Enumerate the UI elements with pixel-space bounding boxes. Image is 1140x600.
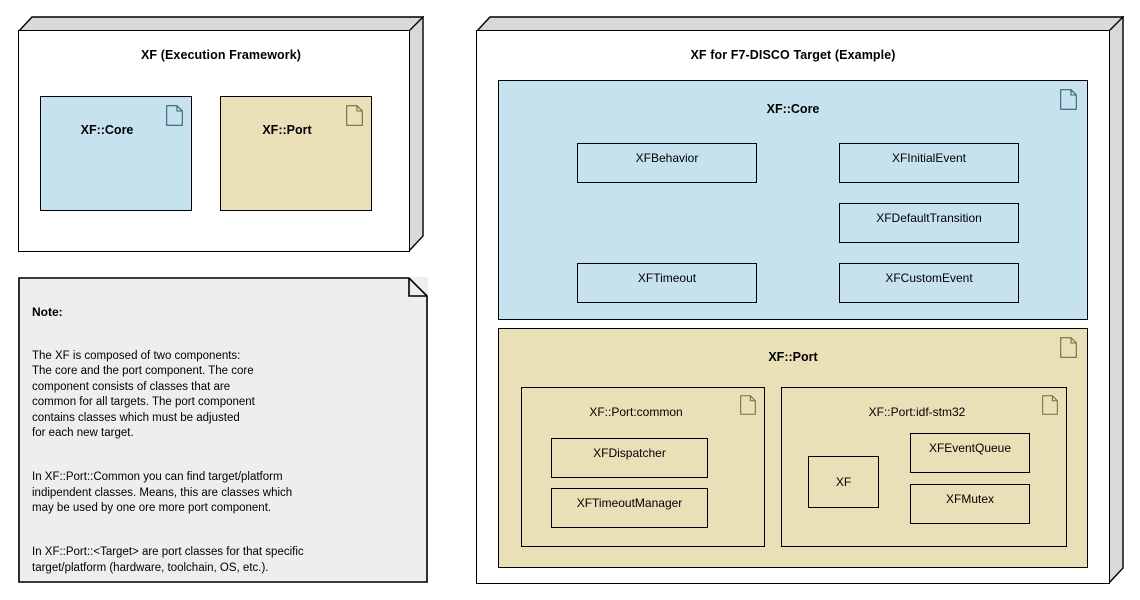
- note-title: Note:: [32, 304, 63, 319]
- class-label: XFBehavior: [635, 151, 699, 165]
- class-box-xfeventqueue[interactable]: XFEventQueue: [910, 433, 1030, 473]
- class-box-xfcustomevent[interactable]: XFCustomEvent: [839, 263, 1019, 303]
- note-paragraph-1: The XF is composed of two components: Th…: [32, 349, 255, 440]
- document-icon: [166, 105, 183, 126]
- note-paragraph-2: In XF::Port::Common you can find target/…: [32, 471, 293, 514]
- class-box-xfbehavior[interactable]: XFBehavior: [577, 143, 757, 183]
- component-xf-core-label: XF::Core: [766, 102, 820, 116]
- class-box-xfdispatcher[interactable]: XFDispatcher: [551, 438, 708, 478]
- document-icon: [1060, 89, 1077, 110]
- component-xf-port-label: XF::Port: [262, 123, 312, 137]
- class-box-xfdefaulttransition[interactable]: XFDefaultTransition: [839, 203, 1019, 243]
- frame-right-face: [1108, 16, 1124, 584]
- component-xf-port-common-label: XF::Port:common: [589, 405, 683, 419]
- class-label: XF: [835, 475, 852, 489]
- document-icon: [740, 395, 756, 415]
- class-box-xf[interactable]: XF: [808, 456, 879, 508]
- class-box-xfmutex[interactable]: XFMutex: [910, 484, 1030, 524]
- class-label: XFDispatcher: [593, 446, 666, 460]
- class-label: XFTimeoutManager: [576, 496, 683, 510]
- document-icon: [1060, 337, 1077, 358]
- note-paragraph-3: In XF::Port::<Target> are port classes f…: [32, 546, 304, 574]
- right-package-title: XF for F7-DISCO Target (Example): [690, 48, 896, 62]
- class-label: XFInitialEvent: [891, 151, 967, 165]
- class-label: XFTimeout: [637, 271, 697, 285]
- class-label: XFEventQueue: [928, 441, 1012, 455]
- note-outline-with-folded-corner: [18, 277, 428, 583]
- right-package-frame: XF for F7-DISCO Target (Example) XF::Cor…: [476, 16, 1124, 584]
- component-xf-port-label: XF::Port: [768, 350, 818, 364]
- class-box-xftimeoutmanager[interactable]: XFTimeoutManager: [551, 488, 708, 528]
- document-icon: [346, 105, 363, 126]
- class-label: XFCustomEvent: [885, 271, 973, 285]
- component-xf-core-label: XF::Core: [80, 123, 134, 137]
- component-xf-port[interactable]: XF::Port XF::Port:common XFDispatcher XF…: [498, 328, 1088, 568]
- component-xf-port-common[interactable]: XF::Port:common XFDispatcher XFTimeoutMa…: [521, 387, 765, 547]
- class-box-xftimeout[interactable]: XFTimeout: [577, 263, 757, 303]
- class-label: XFMutex: [945, 492, 994, 506]
- component-xf-port-idf-stm32-label: XF::Port:idf-stm32: [868, 405, 966, 419]
- component-xf-core[interactable]: XF::Core XFBehavior XFInitialEvent XFDef…: [498, 80, 1088, 320]
- document-icon: [1042, 395, 1058, 415]
- component-xf-port-idf-stm32[interactable]: XF::Port:idf-stm32 XF XFEventQueue XFMut…: [781, 387, 1067, 547]
- component-xf-core[interactable]: XF::Core: [40, 96, 192, 211]
- note-text: Note: The XF is composed of two componen…: [18, 277, 428, 583]
- class-label: XFDefaultTransition: [876, 211, 982, 225]
- note-box: Note: The XF is composed of two componen…: [18, 277, 428, 583]
- left-package-frame: XF (Execution Framework) XF::Core XF::Po…: [18, 16, 424, 252]
- class-box-xfinitialevent[interactable]: XFInitialEvent: [839, 143, 1019, 183]
- left-package-title: XF (Execution Framework): [140, 48, 302, 62]
- component-xf-port[interactable]: XF::Port: [220, 96, 372, 211]
